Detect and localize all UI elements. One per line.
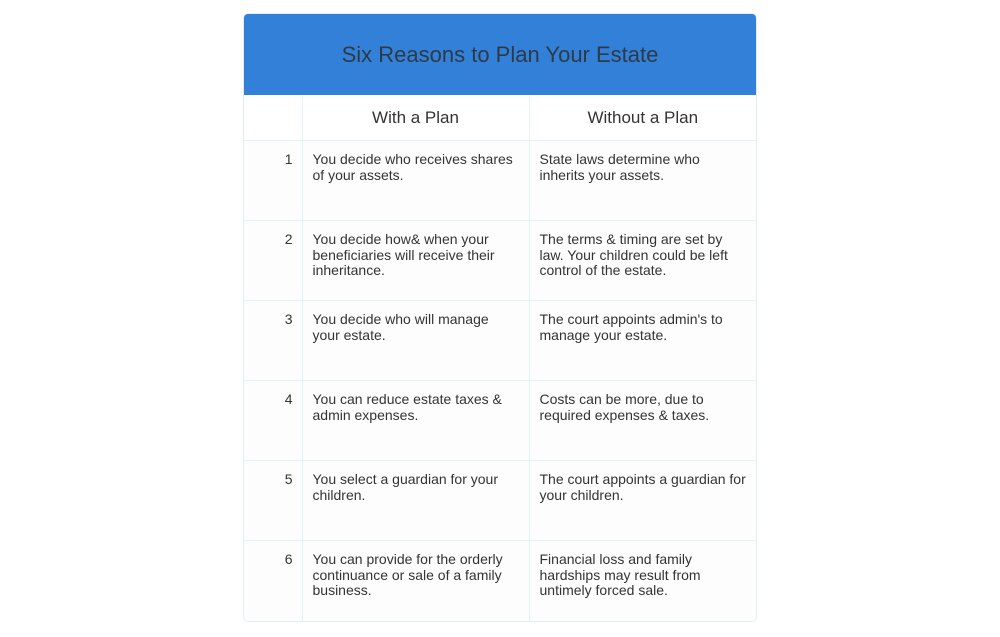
with-plan-cell: You decide who receives shares of your a… xyxy=(301,140,530,221)
table-row: 6 You can provide for the orderly contin… xyxy=(244,540,756,621)
row-number: 3 xyxy=(244,300,303,381)
with-plan-cell: You can reduce estate taxes & admin expe… xyxy=(301,380,530,461)
without-plan-cell: Financial loss and family hardships may … xyxy=(528,540,756,621)
with-plan-cell: You decide who will manage your estate. xyxy=(301,300,530,381)
with-plan-cell: You can provide for the orderly continua… xyxy=(301,540,530,621)
without-plan-cell: The court appoints a guardian for your c… xyxy=(528,460,756,541)
without-plan-cell: The terms & timing are set by law. Your … xyxy=(528,220,756,301)
table-header-row: With a Plan Without a Plan xyxy=(244,95,756,141)
without-plan-cell: The court appoints admin's to manage you… xyxy=(528,300,756,381)
without-plan-cell: State laws determine who inherits your a… xyxy=(528,140,756,221)
with-plan-cell: You select a guardian for your children. xyxy=(301,460,530,541)
table-row: 1 You decide who receives shares of your… xyxy=(244,140,756,221)
estate-plan-comparison-card: Six Reasons to Plan Your Estate With a P… xyxy=(243,13,757,622)
with-plan-cell: You decide how& when your beneficiaries … xyxy=(301,220,530,301)
row-number: 5 xyxy=(244,460,303,541)
header-without-plan: Without a Plan xyxy=(528,95,756,141)
comparison-table: With a Plan Without a Plan 1 You decide … xyxy=(244,95,756,621)
table-row: 5 You select a guardian for your childre… xyxy=(244,460,756,541)
table-title: Six Reasons to Plan Your Estate xyxy=(244,14,756,95)
table-row: 4 You can reduce estate taxes & admin ex… xyxy=(244,380,756,461)
without-plan-cell: Costs can be more, due to required expen… xyxy=(528,380,756,461)
row-number: 2 xyxy=(244,220,303,301)
table-row: 2 You decide how& when your beneficiarie… xyxy=(244,220,756,301)
header-number xyxy=(244,95,303,141)
table-row: 3 You decide who will manage your estate… xyxy=(244,300,756,381)
row-number: 6 xyxy=(244,540,303,621)
header-with-plan: With a Plan xyxy=(301,95,530,141)
row-number: 4 xyxy=(244,380,303,461)
row-number: 1 xyxy=(244,140,303,221)
